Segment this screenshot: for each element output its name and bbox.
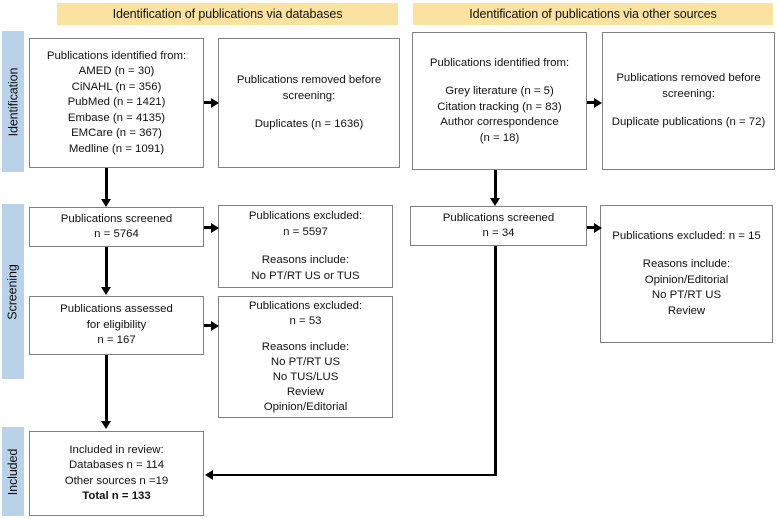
arrowhead-other-identified-to-removed bbox=[594, 97, 602, 108]
box-db-identified: Publications identified from: AMED (n = … bbox=[29, 38, 204, 168]
connector-other-identified-to-removed bbox=[587, 101, 596, 104]
stage-label-screening: Screening bbox=[6, 263, 21, 320]
arrowhead-db-eligibility-to-included bbox=[101, 421, 112, 429]
header-databases-label: Identification of publications via datab… bbox=[112, 7, 343, 21]
box-line: AMED (n = 30) bbox=[78, 65, 155, 78]
box-line-total: Total n = 133 bbox=[82, 490, 151, 502]
connector-db-screened-to-eligibility bbox=[105, 247, 108, 289]
box-line: No PT/RT US or TUS bbox=[251, 269, 360, 282]
box-line: screening: bbox=[282, 89, 336, 102]
connector-other-screened-to-excluded bbox=[587, 226, 596, 229]
connector-db-eligibility-to-excluded bbox=[204, 324, 213, 327]
box-other-identified: Publications identified from: Grey liter… bbox=[412, 32, 587, 170]
box-line: Reasons include: bbox=[261, 341, 350, 353]
box-line: Grey literature (n = 5) bbox=[445, 85, 554, 98]
box-line: n = 53 bbox=[289, 315, 322, 327]
box-line: Publications assessed bbox=[60, 303, 173, 316]
box-line: CiNAHL (n = 356) bbox=[71, 80, 162, 93]
box-line: Medline (n = 1091) bbox=[68, 142, 165, 155]
box-line: (n = 18) bbox=[479, 131, 520, 144]
box-line: Publications screened bbox=[442, 211, 555, 224]
box-line: Databases n = 114 bbox=[68, 459, 165, 471]
stage-label-identification: Identification bbox=[6, 67, 21, 136]
box-db-screened: Publications screened n = 5764 bbox=[29, 207, 204, 247]
connector-db-screened-to-excluded bbox=[204, 226, 213, 229]
connector-other-screened-to-included-vertical bbox=[494, 246, 497, 476]
arrowhead-db-identified-to-screened bbox=[101, 199, 112, 207]
stage-label-included: Included bbox=[6, 448, 20, 495]
header-other-sources: Identification of publications via other… bbox=[413, 3, 773, 25]
arrowhead-other-identified-to-screened bbox=[490, 198, 501, 206]
stage-band-included: Included bbox=[2, 427, 24, 516]
arrowhead-db-screened-to-excluded bbox=[211, 222, 219, 233]
box-line: Review bbox=[667, 304, 706, 317]
arrowhead-db-eligibility-to-excluded bbox=[211, 320, 219, 331]
box-line: Publications removed before bbox=[236, 74, 382, 87]
box-line: Duplicates (n = 1636) bbox=[254, 118, 364, 131]
box-line: n = 5597 bbox=[283, 225, 328, 238]
box-line: Publications screened bbox=[60, 212, 173, 225]
box-line: Reasons include: bbox=[642, 258, 731, 271]
header-other-sources-label: Identification of publications via other… bbox=[469, 7, 717, 21]
box-db-excluded-1: Publications excluded: n = 5597 Reasons … bbox=[218, 205, 393, 288]
box-line: Embase (n = 4135) bbox=[67, 111, 166, 124]
box-line: Review bbox=[286, 386, 325, 398]
box-other-removed: Publications removed before screening: D… bbox=[602, 32, 775, 170]
header-databases: Identification of publications via datab… bbox=[57, 3, 398, 25]
box-line: n = 34 bbox=[482, 227, 515, 239]
box-line: Citation tracking (n = 83) bbox=[437, 100, 562, 113]
box-other-screened: Publications screened n = 34 bbox=[410, 206, 587, 246]
arrowhead-db-screened-to-eligibility bbox=[101, 287, 112, 295]
box-line: PubMed (n = 1421) bbox=[67, 96, 166, 109]
connector-other-screened-to-included-horizontal bbox=[213, 473, 496, 476]
arrowhead-other-screened-to-included bbox=[205, 470, 213, 480]
box-db-eligibility: Publications assessed for eligibility n … bbox=[29, 296, 204, 355]
arrowhead-db-identified-to-removed bbox=[211, 97, 219, 108]
box-line: for eligibility bbox=[86, 318, 147, 331]
box-line: n = 5764 bbox=[94, 228, 139, 240]
box-line: Publications removed before bbox=[616, 72, 761, 85]
box-line: Included in review: bbox=[69, 443, 164, 456]
box-included-review: Included in review: Databases n = 114 Ot… bbox=[29, 431, 204, 516]
connector-db-eligibility-to-included bbox=[105, 355, 108, 423]
box-db-removed: Publications removed before screening: D… bbox=[218, 38, 400, 168]
box-line: Author correspondence bbox=[440, 116, 559, 129]
box-line: Opinion/Editorial bbox=[263, 401, 348, 413]
box-line: Publications identified from: bbox=[429, 56, 570, 69]
box-line: n = 167 bbox=[97, 334, 136, 347]
box-line: Duplicate publications (n = 72) bbox=[611, 116, 766, 129]
box-line: Publications excluded: bbox=[248, 210, 363, 222]
box-other-excluded: Publications excluded: n = 15 Reasons in… bbox=[600, 205, 773, 343]
box-line: screening: bbox=[662, 87, 715, 100]
box-line: Opinion/Editorial bbox=[644, 273, 729, 286]
box-line: Publications excluded: bbox=[248, 300, 363, 312]
connector-db-identified-to-screened bbox=[105, 168, 108, 201]
stage-band-identification: Identification bbox=[2, 31, 24, 172]
box-line: Other sources n =19 bbox=[64, 474, 169, 487]
stage-band-screening: Screening bbox=[2, 204, 24, 379]
connector-other-identified-to-screened bbox=[494, 170, 497, 199]
box-line: Publications excluded: n = 15 bbox=[612, 229, 761, 242]
box-line: No PT/RT US bbox=[651, 289, 722, 302]
box-line: Publications identified from: bbox=[46, 49, 187, 62]
box-line: EMCare (n = 367) bbox=[71, 127, 162, 140]
connector-db-identified-to-removed bbox=[204, 101, 213, 104]
arrowhead-other-screened-to-excluded bbox=[594, 222, 602, 233]
box-line: No TUS/LUS bbox=[272, 371, 339, 383]
box-db-excluded-2: Publications excluded: n = 53 Reasons in… bbox=[218, 296, 393, 418]
box-line: No PT/RT US bbox=[270, 356, 341, 368]
box-line: Reasons include: bbox=[261, 254, 350, 266]
